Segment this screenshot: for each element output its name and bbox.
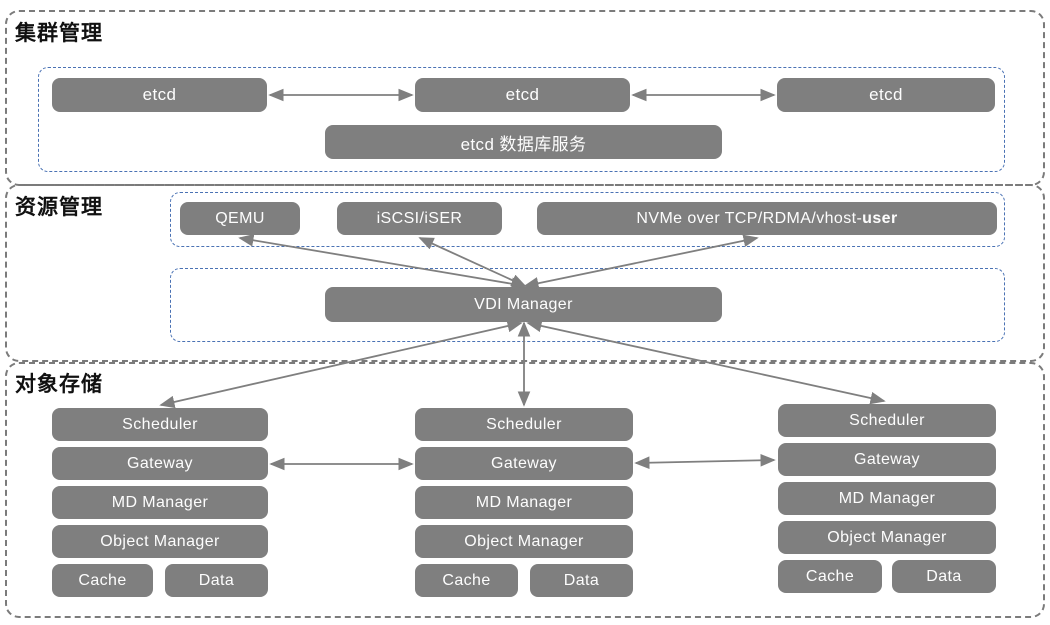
node-md-manager-2: MD Manager	[415, 486, 633, 519]
nvme-label: NVMe over TCP/RDMA/vhost-	[636, 209, 863, 227]
node-data-1: Data	[165, 564, 268, 597]
node-md-manager-3: MD Manager	[778, 482, 996, 515]
node-vdi-manager: VDI Manager	[325, 287, 722, 322]
node-gateway-3: Gateway	[778, 443, 996, 476]
node-object-manager-3: Object Manager	[778, 521, 996, 554]
node-iscsi-iser: iSCSI/iSER	[337, 202, 502, 235]
node-qemu: QEMU	[180, 202, 300, 235]
section-resource-title: 资源管理	[15, 196, 103, 219]
node-cache-3: Cache	[778, 560, 882, 593]
section-cluster-title: 集群管理	[15, 22, 103, 45]
node-scheduler-3: Scheduler	[778, 404, 996, 437]
node-etcd-3: etcd	[777, 78, 995, 112]
node-gateway-1: Gateway	[52, 447, 268, 480]
section-storage-title: 对象存储	[15, 373, 103, 396]
node-etcd-2: etcd	[415, 78, 630, 112]
node-object-manager-1: Object Manager	[52, 525, 268, 558]
node-object-manager-2: Object Manager	[415, 525, 633, 558]
node-etcd-db-service: etcd 数据库服务	[325, 125, 722, 159]
nvme-label-bold: user	[862, 209, 898, 227]
node-etcd-1: etcd	[52, 78, 267, 112]
node-data-3: Data	[892, 560, 996, 593]
node-cache-2: Cache	[415, 564, 518, 597]
etcd-cluster-container	[38, 67, 1005, 172]
node-data-2: Data	[530, 564, 633, 597]
node-scheduler-1: Scheduler	[52, 408, 268, 441]
node-gateway-2: Gateway	[415, 447, 633, 480]
node-scheduler-2: Scheduler	[415, 408, 633, 441]
node-cache-1: Cache	[52, 564, 153, 597]
node-nvme-over-fabrics: NVMe over TCP/RDMA/vhost-user	[537, 202, 997, 235]
node-md-manager-1: MD Manager	[52, 486, 268, 519]
